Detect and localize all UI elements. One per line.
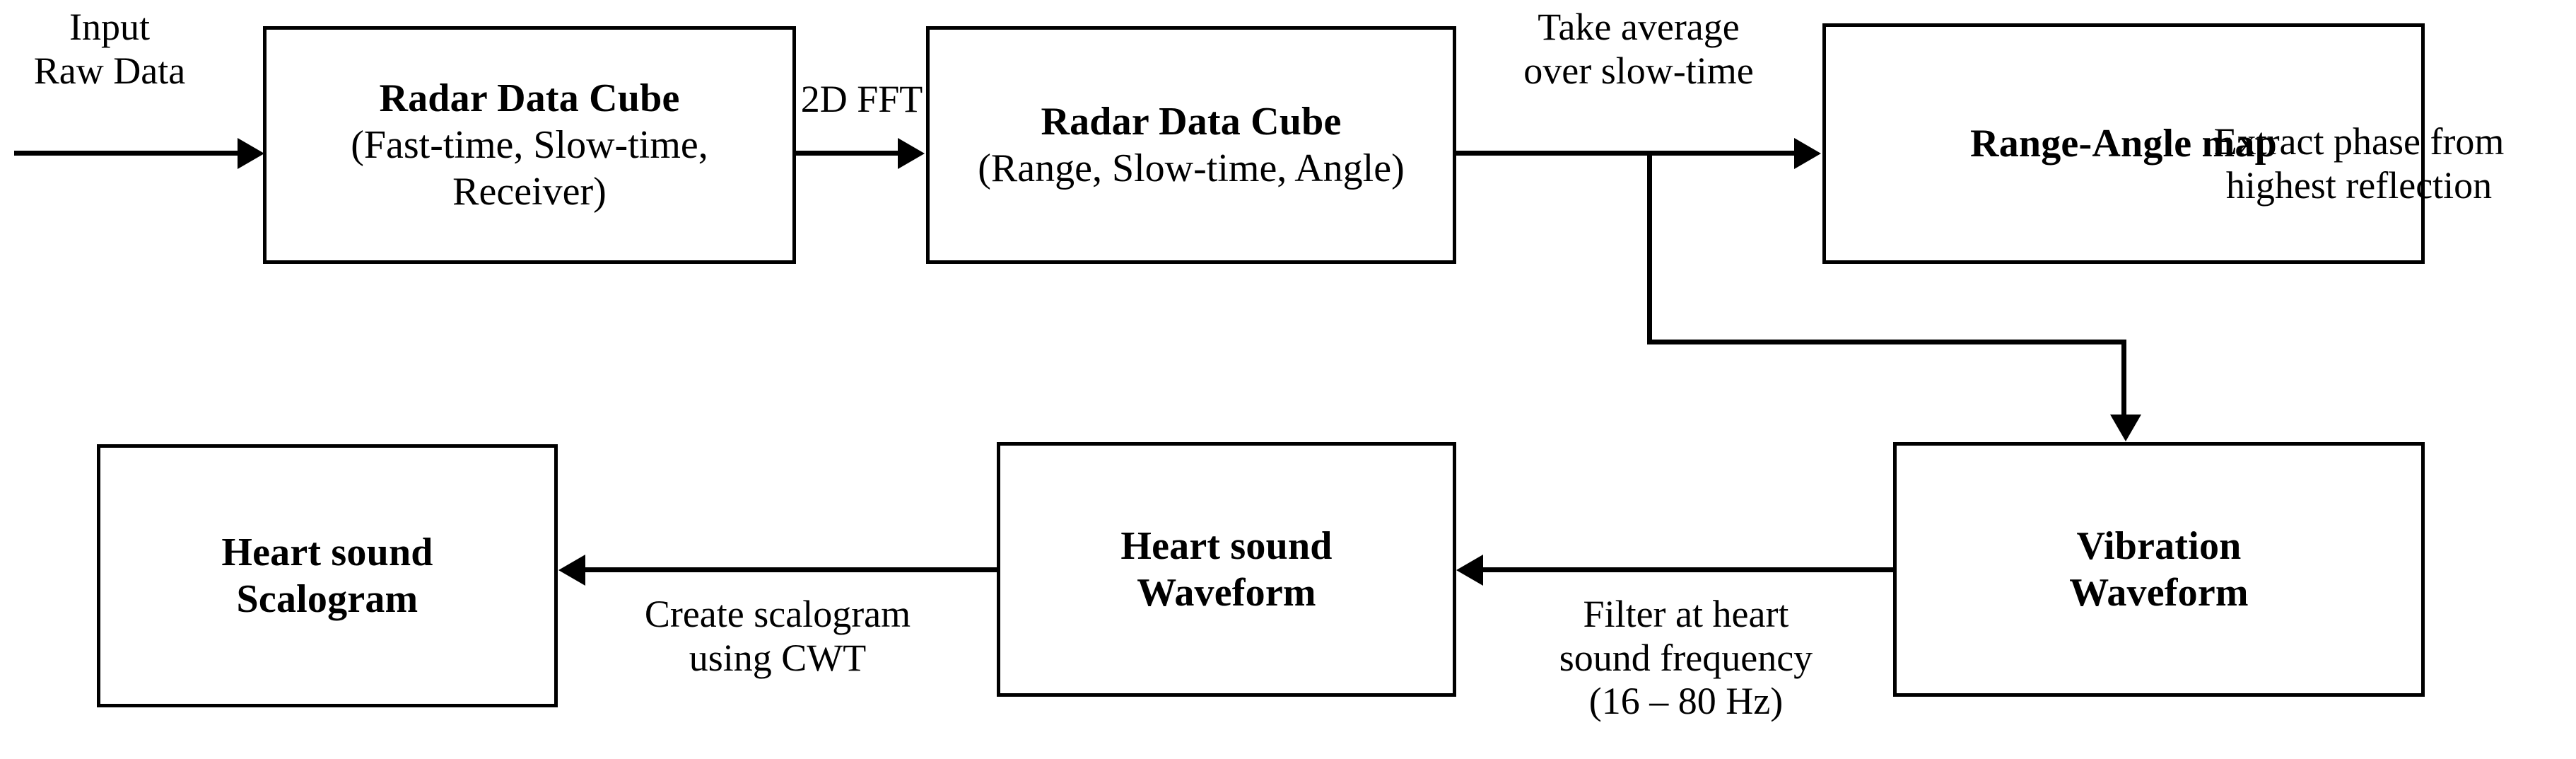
box-radar-data-cube-1[interactable]: Radar Data Cube (Fast-time, Slow-time, R…	[263, 26, 796, 264]
label-input-raw-data: Input Raw Data	[33, 6, 186, 92]
box-radar-data-cube-1-subtitle: (Fast-time, Slow-time, Receiver)	[351, 122, 708, 214]
label-extract-phase: Extract phase from highest reflection	[2213, 120, 2505, 207]
box-radar-data-cube-1-title: Radar Data Cube	[379, 76, 680, 120]
arrow-fft-head	[898, 138, 925, 169]
arrow-input-head	[238, 138, 264, 169]
arrow-average-line	[1456, 151, 1796, 156]
branch-vertical-to-vibration	[2121, 340, 2126, 419]
box-vibration-waveform[interactable]: Vibration Waveform	[1893, 442, 2425, 697]
box-heart-sound-scalogram-title: Heart sound Scalogram	[221, 530, 433, 621]
arrow-average-head	[1794, 138, 1821, 169]
arrow-input-line	[14, 151, 239, 156]
box-range-angle-map[interactable]: Range-Angle map	[1822, 23, 2425, 264]
box-radar-data-cube-2-subtitle: (Range, Slow-time, Angle)	[978, 146, 1405, 190]
label-create-scalogram: Create scalogram using CWT	[644, 593, 911, 679]
box-vibration-waveform-title: Vibration Waveform	[2069, 523, 2249, 615]
branch-horizontal-right	[1647, 340, 2126, 344]
box-heart-sound-waveform-title: Heart sound Waveform	[1120, 523, 1333, 615]
arrow-filter-head	[1456, 555, 1483, 586]
label-take-average: Take average over slow-time	[1523, 6, 1754, 92]
box-heart-sound-scalogram[interactable]: Heart sound Scalogram	[97, 444, 558, 707]
arrow-filter-line	[1483, 567, 1895, 572]
box-radar-data-cube-2[interactable]: Radar Data Cube (Range, Slow-time, Angle…	[926, 26, 1456, 264]
branch-arrow-head-down	[2110, 415, 2141, 441]
box-radar-data-cube-2-title: Radar Data Cube	[1041, 99, 1342, 144]
branch-vertical-down	[1647, 151, 1652, 344]
arrow-scalogram-line	[585, 567, 997, 572]
arrow-scalogram-head	[558, 555, 585, 586]
box-heart-sound-waveform[interactable]: Heart sound Waveform	[997, 442, 1456, 697]
arrow-fft-line	[796, 151, 899, 156]
label-2d-fft: 2D FFT	[800, 78, 923, 120]
box-range-angle-map-title: Range-Angle map	[1970, 121, 2277, 166]
label-filter-frequency: Filter at heart sound frequency (16 – 80…	[1559, 593, 1813, 723]
